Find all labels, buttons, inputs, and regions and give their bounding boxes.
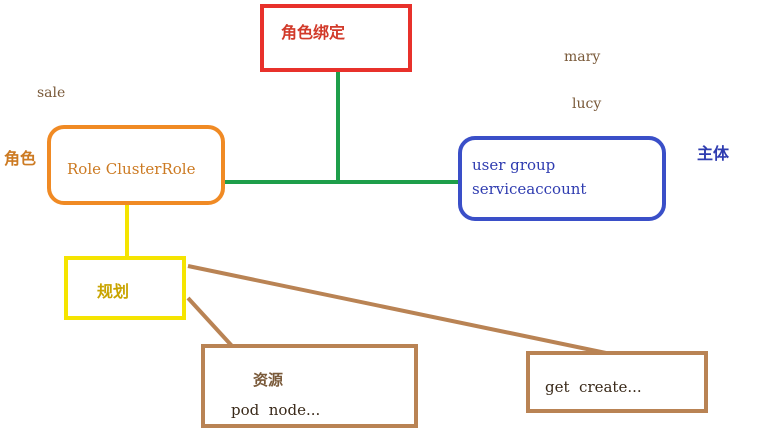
role-box-text: Role ClusterRole (67, 160, 196, 178)
role-label: 角色 (4, 149, 37, 168)
rules-box (64, 256, 186, 320)
role-box (47, 125, 225, 205)
subject-box-line-2: serviceaccount (472, 180, 587, 198)
role-example-sale: sale (37, 85, 66, 101)
resources-box (201, 344, 418, 428)
rules-to-resources-connector (186, 296, 234, 348)
resources-box-text: pod node... (231, 401, 321, 419)
rules-to-verbs-connector (187, 264, 607, 355)
rules-label: 规划 (97, 282, 130, 301)
subject-example-lucy: lucy (572, 96, 602, 112)
subject-box (458, 136, 666, 221)
role-binding-box (260, 4, 412, 72)
subject-label: 主体 (697, 144, 730, 163)
subject-example-mary: mary (564, 49, 601, 65)
verbs-box-text: get create... (545, 378, 642, 396)
resources-label: 资源 (253, 371, 284, 389)
role-binding-label: 角色绑定 (281, 23, 346, 42)
verbs-box (526, 351, 708, 413)
subject-box-line-1: user group (472, 156, 556, 174)
